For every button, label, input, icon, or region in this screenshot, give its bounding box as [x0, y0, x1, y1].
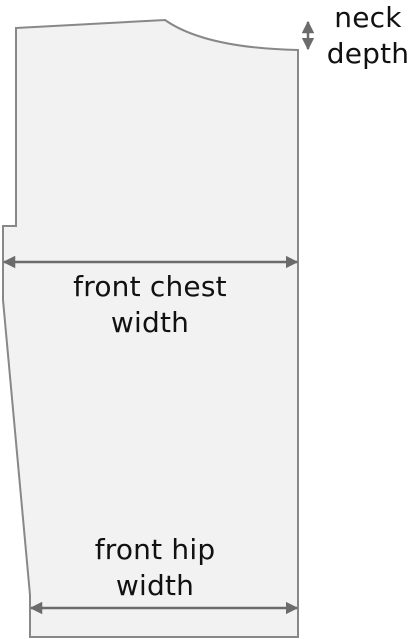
front-chest-width-label-line-1: front chest — [73, 270, 227, 303]
front-hip-width-label: front hip width — [60, 532, 250, 604]
front-chest-width-label-line-2: width — [110, 306, 190, 339]
front-hip-width-label-line-2: width — [115, 569, 195, 602]
front-pattern-piece — [2, 18, 299, 638]
neck-depth-label: neck depth — [320, 0, 416, 72]
front-hip-width-label-line-1: front hip — [94, 533, 216, 566]
front-chest-width-label: front chest width — [40, 269, 260, 341]
neck-depth-label-line-2: depth — [326, 37, 410, 70]
neck-depth-label-line-1: neck — [334, 1, 402, 34]
